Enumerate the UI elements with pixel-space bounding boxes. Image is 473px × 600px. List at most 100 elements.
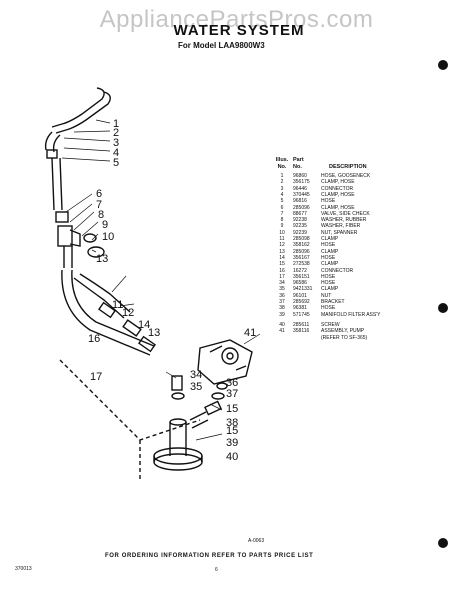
page-title: WATER SYSTEM (173, 22, 305, 39)
callout-label: 12 (122, 307, 134, 319)
item-number: 6 (280, 204, 284, 211)
part-number: 16272 (293, 267, 307, 274)
callout-label: 8 (98, 209, 104, 221)
part-number: 96816 (293, 198, 307, 205)
callout-label: 39 (226, 437, 238, 449)
binder-hole-icon (438, 60, 448, 70)
callout-label: 4 (113, 147, 119, 159)
part-description: HOSE (321, 305, 336, 312)
part-description: CONNECTOR (321, 185, 354, 192)
part-description: HOSE (321, 242, 336, 249)
callout-label: 2 (113, 127, 119, 139)
callout-label: 14 (138, 319, 150, 331)
item-number: 17 (279, 273, 285, 280)
watermark: AppliancePartsPros.com (99, 6, 374, 33)
callout-label: 16 (88, 333, 100, 345)
item-number: 37 (279, 299, 285, 305)
header-illus: Illus. (275, 157, 289, 163)
page-number: 6 (215, 567, 218, 573)
part-description: CONNECTOR (321, 267, 354, 274)
item-number: 5 (280, 198, 284, 205)
item-number: 3 (280, 185, 284, 192)
callout-label: 6 (96, 188, 102, 200)
part-description: CLAMP (321, 286, 339, 293)
callout-label: 40 (226, 451, 238, 463)
callout-label: 9 (102, 219, 108, 231)
part-number: 96101 (293, 292, 307, 299)
part-description: CLAMP (321, 261, 339, 268)
item-number: 4 (280, 191, 284, 198)
callout-label: 7 (96, 199, 102, 211)
callout-label: 38 (226, 417, 238, 429)
part-description: NUT, SPANNER (321, 229, 358, 236)
part-description: HOSE (321, 198, 336, 205)
part-number: 272538 (293, 261, 310, 268)
item-number: 8 (280, 217, 284, 224)
ordering-footer: FOR ORDERING INFORMATION REFER TO PARTS … (105, 553, 314, 559)
item-number: 12 (279, 242, 285, 249)
callout-label: 17 (90, 371, 102, 383)
item-number: 36 (279, 292, 285, 299)
header-description: DESCRIPTION (329, 164, 367, 170)
part-number: 356175 (293, 179, 310, 186)
part-number: 358162 (293, 242, 310, 249)
figure-number: A-0063 (248, 538, 265, 544)
callout-label: 13 (148, 327, 160, 339)
part-description: VALVE, SIDE CHECK (321, 210, 370, 217)
item-number: 7 (280, 210, 284, 217)
part-number: 356151 (293, 273, 310, 280)
part-description: HOSE (321, 280, 336, 287)
item-number: 16 (279, 267, 285, 274)
callout-label: 5 (113, 157, 119, 169)
item-number: 9 (280, 223, 284, 230)
callout-label: 1 (113, 118, 119, 130)
callout-label: 10 (102, 231, 114, 243)
callout-label: 41 (244, 327, 256, 339)
part-number: 285692 (293, 299, 310, 305)
item-number: 35 (279, 286, 285, 293)
part-description: NUT (321, 292, 332, 299)
part-number: 9421331 (293, 286, 313, 293)
callout-label: 15 (226, 403, 238, 415)
part-number: 358116 (293, 328, 310, 335)
callout-label: 36 (226, 377, 238, 389)
part-description: MANIFOLD FILTER ASS'Y (321, 311, 381, 318)
part-number: 96381 (293, 305, 307, 312)
part-number: 285096 (293, 248, 310, 255)
callout-label: 37 (226, 388, 238, 400)
part-number: 96860 (293, 173, 307, 179)
item-number: 14 (279, 254, 285, 261)
part-description: CLAMP (321, 248, 339, 255)
callout-label: 15 (226, 425, 238, 437)
item-number: 15 (279, 261, 285, 268)
part-description: CLAMP, HOSE (321, 204, 355, 211)
part-number: 92239 (293, 229, 307, 236)
callout-label: 13 (96, 253, 108, 265)
binder-hole-icon (438, 538, 448, 548)
part-description: WASHER, RUBBER (321, 217, 367, 224)
part-number: 571745 (293, 311, 310, 318)
part-number: 285096 (293, 204, 310, 211)
page-subtitle: For Model LAA9800W3 (178, 41, 265, 50)
header-part-no: No. (293, 164, 302, 170)
item-number: 13 (279, 248, 285, 255)
part-number: 88677 (293, 210, 307, 217)
header-part: Part (293, 157, 304, 163)
header-no: No. (277, 164, 287, 170)
item-number: 2 (280, 179, 284, 186)
item-number: 11 (279, 236, 285, 242)
item-number: 39 (279, 311, 285, 318)
part-number: 285611 (293, 321, 310, 328)
part-number: 96586 (293, 280, 307, 287)
part-description: CLAMP, HOSE (321, 191, 355, 198)
part-number: 92235 (293, 223, 307, 230)
part-number: 96446 (293, 185, 307, 192)
part-description: CLAMP (321, 236, 339, 242)
part-description: BRACKET (321, 299, 345, 305)
callout-label: 35 (190, 381, 202, 393)
part-description: WASHER, FIBER (321, 223, 361, 230)
part-number: 92238 (293, 217, 307, 224)
